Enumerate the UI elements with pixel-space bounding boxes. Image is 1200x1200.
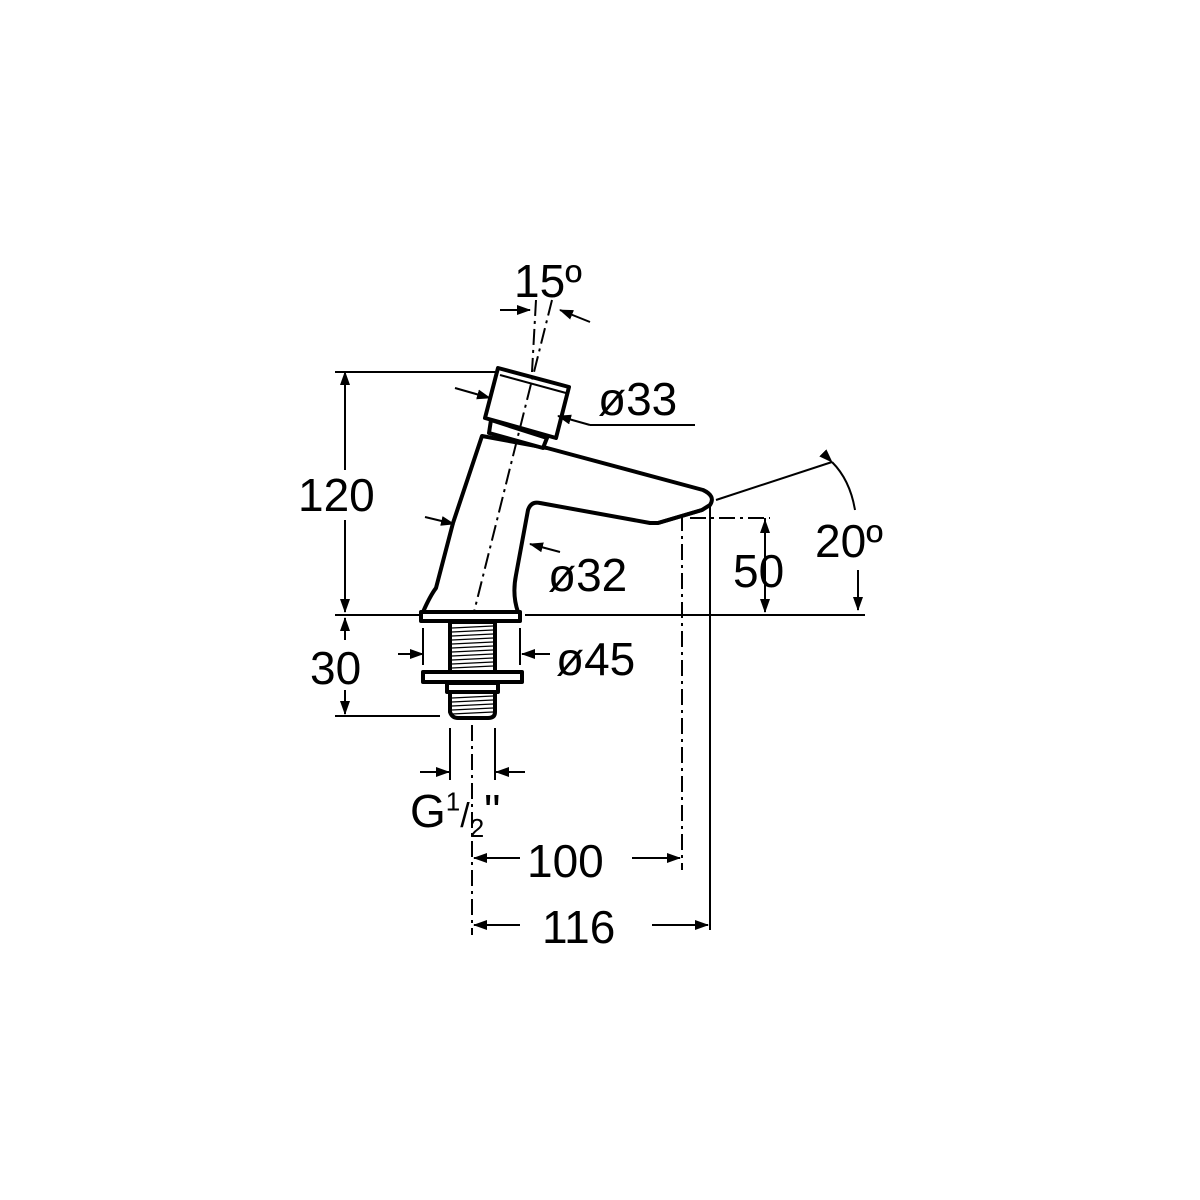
- thread-line: [451, 645, 494, 649]
- thread-line: [451, 653, 494, 657]
- push-button: [483, 366, 571, 440]
- thread-line: [451, 661, 494, 665]
- reach-total-label: 116: [542, 901, 616, 953]
- thread-line: [451, 657, 494, 661]
- thread-line: [451, 703, 494, 707]
- thread-line: [451, 629, 494, 633]
- thread-line: [451, 649, 494, 653]
- thread-line: [451, 633, 494, 637]
- diameter-button-label: ø33: [598, 373, 678, 425]
- thread-den: 2: [469, 813, 485, 844]
- thread-line: [451, 699, 494, 703]
- diameter-base-label: ø45: [556, 633, 636, 685]
- thread-label: G1/2": [410, 785, 501, 844]
- thread-line: [451, 641, 494, 645]
- thread-main: G: [410, 785, 446, 837]
- height-total-label: 120: [298, 469, 375, 521]
- reach-outlet-label: 100: [527, 835, 604, 887]
- thread-line: [451, 625, 494, 629]
- diameter-body-label: ø32: [548, 549, 628, 601]
- faucet-body: [419, 366, 714, 623]
- thread-line: [451, 637, 494, 641]
- thread-inch: ": [484, 785, 501, 837]
- thread-line: [451, 695, 494, 699]
- thread-line: [451, 665, 494, 669]
- thread-line: [451, 707, 494, 711]
- thread-line: [451, 711, 494, 715]
- height-base-label: 30: [310, 642, 362, 694]
- thread-assembly: [421, 620, 524, 720]
- body-axis: [473, 299, 553, 613]
- height-spout-label: 50: [733, 545, 785, 597]
- dimension-lines: [335, 299, 865, 930]
- angle-button-label: 15º: [514, 255, 582, 307]
- thread-num: 1: [445, 786, 461, 817]
- angle-spout-label: 20º: [815, 515, 883, 567]
